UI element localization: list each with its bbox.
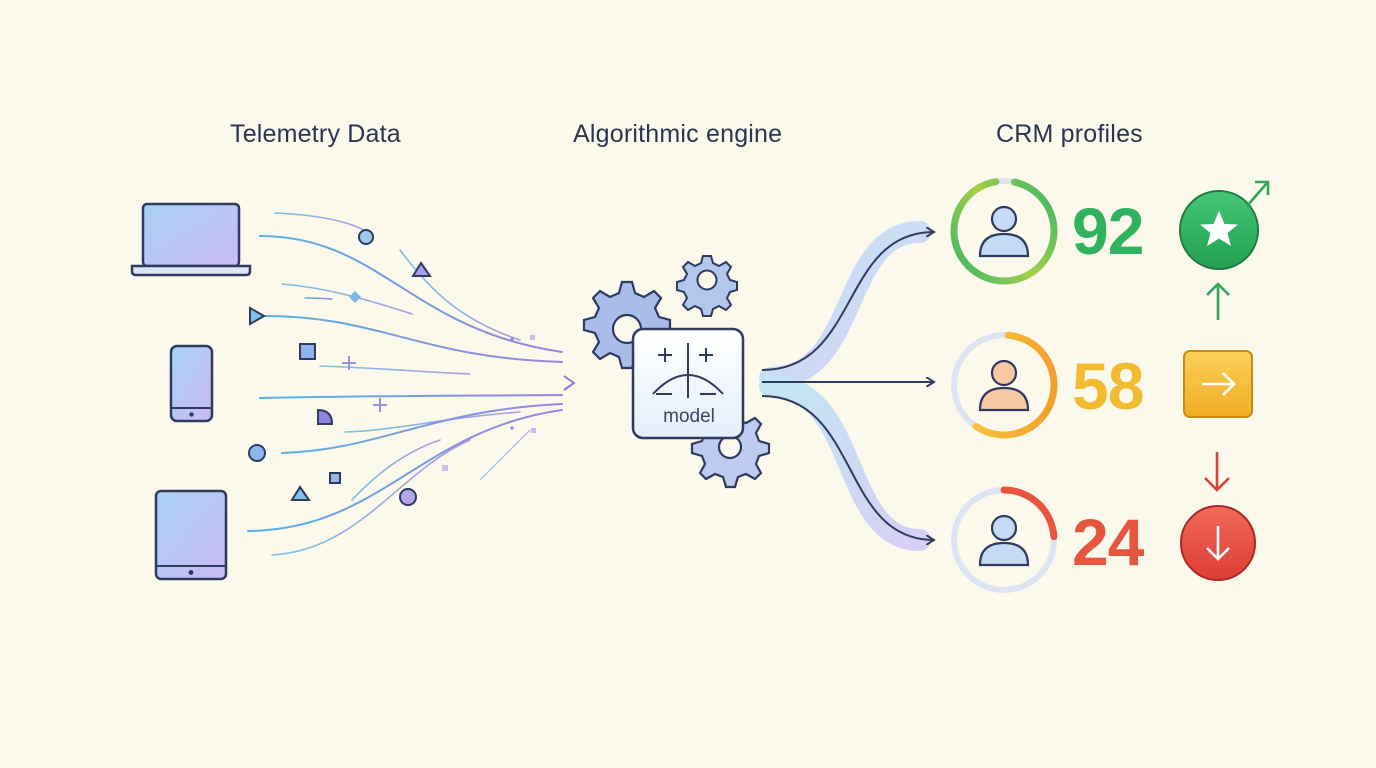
stream-line [264, 315, 563, 363]
stream-line [259, 394, 563, 399]
particle-square [329, 472, 341, 484]
particle-dot [510, 337, 514, 341]
particle-diamond [349, 291, 361, 303]
arrow-down-icon [1204, 452, 1230, 492]
stream-line [319, 365, 471, 375]
arrow-down-circle-icon [1180, 505, 1256, 581]
stream-line [479, 429, 531, 481]
output-lines [761, 232, 934, 540]
trend-arrow-up-right-icon [1246, 180, 1270, 207]
particle-plus [342, 356, 356, 370]
profile-score-low: 24 [1072, 505, 1144, 579]
section-title-engine: Algorithmic engine [573, 120, 783, 148]
particle-triangle [411, 261, 432, 277]
stream-arrow-head [563, 375, 576, 391]
particle-dot [442, 465, 448, 471]
particle-dot [531, 428, 536, 433]
data-streams [232, 212, 574, 556]
stream-line [399, 249, 521, 341]
section-title-crm: CRM profiles [996, 120, 1143, 148]
profile-score-medium: 58 [1072, 349, 1144, 423]
avatar [978, 514, 1030, 567]
model-box [631, 327, 745, 440]
particle-dot [510, 426, 514, 430]
phone-icon [169, 344, 214, 423]
stream-line [271, 439, 471, 556]
arrow-up-icon [1206, 282, 1230, 320]
particle-circle [399, 488, 417, 506]
stream-line [247, 409, 563, 532]
profile-ring-medium [950, 331, 1058, 439]
arrow-right-icon [1183, 350, 1253, 418]
particle-play [249, 306, 267, 326]
model-label: model [663, 406, 715, 427]
particle-quarter [317, 408, 334, 425]
star-icon [1179, 190, 1259, 270]
laptop-icon [130, 202, 252, 277]
avatar [978, 205, 1030, 258]
stream-line [304, 297, 333, 300]
profile-ring-low [950, 486, 1058, 594]
avatar [978, 359, 1030, 412]
section-title-telemetry: Telemetry Data [230, 120, 401, 148]
particle-dot [530, 335, 535, 340]
particle-circle [358, 229, 374, 245]
stream-line [344, 411, 521, 433]
data-particles [248, 229, 536, 506]
particle-triangle [290, 485, 311, 501]
branch-arrow-top [761, 232, 934, 371]
particle-plus [373, 398, 387, 412]
profile-score-high: 92 [1072, 194, 1144, 268]
particle-circle [248, 444, 266, 462]
tablet-icon [154, 489, 228, 581]
output-bands [759, 221, 931, 551]
stream-line [281, 283, 413, 315]
stream-line [274, 212, 369, 233]
particle-square [299, 343, 316, 360]
stream-line [259, 235, 563, 353]
gear-icon [676, 255, 738, 317]
branch-arrow-bottom [761, 395, 934, 540]
stream-line [351, 439, 441, 501]
stream-line [281, 403, 563, 454]
profile-ring-high [950, 177, 1058, 285]
